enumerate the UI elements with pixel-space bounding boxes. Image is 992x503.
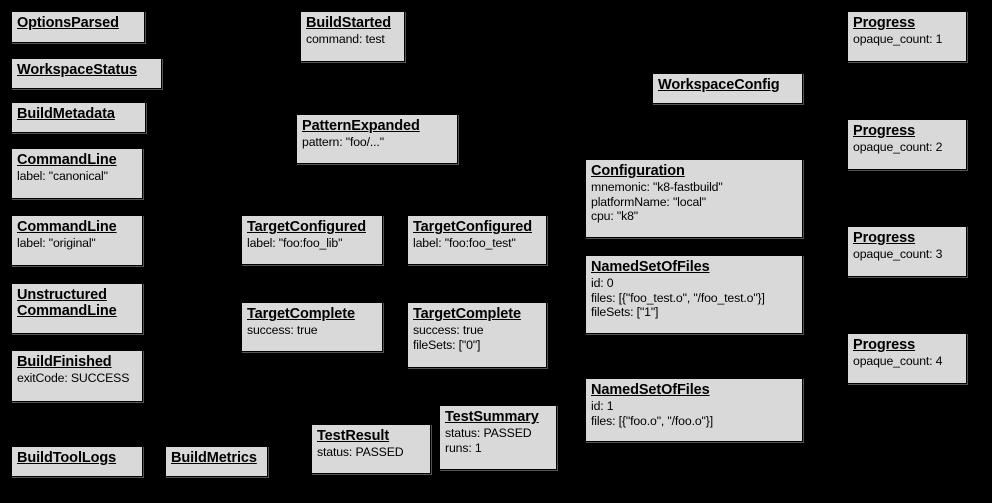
event-node-workspace-config[interactable]: WorkspaceConfig — [652, 73, 803, 104]
event-node-fields: exitCode: SUCCESS — [17, 371, 137, 386]
event-node-title: TargetComplete — [247, 306, 355, 322]
event-node-field: cpu: "k8" — [591, 209, 639, 223]
event-node-field: command: test — [306, 32, 385, 46]
event-node-title: TargetConfigured — [413, 219, 532, 235]
event-node-unstructured-command-line[interactable]: Unstructured CommandLine — [11, 283, 143, 334]
event-node-fields: pattern: "foo/..." — [302, 135, 452, 150]
event-node-field: fileSets: ["1"] — [591, 305, 659, 319]
event-node-fields: label: "canonical" — [17, 169, 137, 184]
event-node-title: CommandLine — [17, 219, 117, 235]
event-node-build-metadata[interactable]: BuildMetadata — [11, 102, 146, 133]
event-node-title: Unstructured CommandLine — [17, 287, 117, 319]
event-node-field: platformName: "local" — [591, 194, 706, 209]
event-node-title: BuildStarted — [306, 15, 392, 31]
event-node-build-metrics[interactable]: BuildMetrics — [165, 446, 268, 477]
event-node-title: NamedSetOfFiles — [591, 259, 710, 275]
event-node-field: exitCode: SUCCESS — [17, 371, 130, 385]
event-node-fields: opaque_count: 3 — [853, 247, 961, 262]
event-node-field: label: "canonical" — [17, 169, 108, 183]
event-node-title: NamedSetOfFiles — [591, 382, 710, 398]
event-node-field: files: [{"foo.o", "/foo.o"}] — [591, 413, 713, 428]
event-node-title: TargetComplete — [413, 306, 521, 322]
event-node-title: WorkspaceStatus — [17, 62, 137, 78]
event-node-title: Progress — [853, 337, 916, 353]
event-node-field: label: "foo:foo_test" — [413, 236, 516, 250]
event-node-fields: opaque_count: 1 — [853, 32, 961, 47]
event-node-field: pattern: "foo/..." — [302, 135, 384, 149]
event-node-title: TestSummary — [445, 409, 539, 425]
event-node-title: BuildMetrics — [171, 450, 257, 466]
event-node-fields: label: "foo:foo_test" — [413, 236, 541, 251]
event-node-field: fileSets: ["0"] — [413, 337, 481, 352]
event-node-title: BuildToolLogs — [17, 450, 117, 466]
event-node-field: label: "original" — [17, 236, 96, 250]
event-node-title: TestResult — [317, 428, 390, 444]
event-node-field: opaque_count: 4 — [853, 354, 943, 368]
event-node-title: CommandLine — [17, 152, 117, 168]
event-node-field: mnemonic: "k8-fastbuild" — [591, 180, 723, 194]
event-node-fields: success: true — [247, 323, 377, 338]
event-node-title: Progress — [853, 230, 916, 246]
event-node-field: files: [{"foo_test.o", "/foo_test.o"}] — [591, 290, 765, 305]
event-node-title: PatternExpanded — [302, 118, 420, 134]
event-node-fields: label: "foo:foo_lib" — [247, 236, 377, 251]
event-node-title: TargetConfigured — [247, 219, 366, 235]
event-node-title: Configuration — [591, 163, 685, 179]
event-node-title: BuildMetadata — [17, 106, 115, 122]
event-node-field: runs: 1 — [445, 440, 482, 455]
event-node-fields: command: test — [306, 32, 399, 47]
event-node-field: success: true — [413, 323, 484, 337]
event-node-fields: status: PASSED — [317, 445, 425, 460]
event-node-field: success: true — [247, 323, 318, 337]
event-node-field: id: 0 — [591, 276, 614, 290]
event-node-fields: mnemonic: "k8-fastbuild"platformName: "l… — [591, 180, 797, 224]
event-node-field: opaque_count: 3 — [853, 247, 943, 261]
event-node-options-parsed[interactable]: OptionsParsed — [11, 11, 145, 43]
event-node-title: Progress — [853, 123, 916, 139]
event-node-title: Progress — [853, 15, 916, 31]
event-node-field: id: 1 — [591, 399, 614, 413]
event-node-title: OptionsParsed — [17, 15, 119, 31]
event-node-fields: label: "original" — [17, 236, 137, 251]
event-node-title: BuildFinished — [17, 354, 112, 370]
event-node-build-tool-logs[interactable]: BuildToolLogs — [11, 446, 143, 477]
event-node-field: opaque_count: 1 — [853, 32, 943, 46]
event-node-fields: opaque_count: 2 — [853, 140, 961, 155]
event-node-field: status: PASSED — [317, 445, 404, 459]
event-node-field: status: PASSED — [445, 426, 532, 440]
event-node-field: label: "foo:foo_lib" — [247, 236, 343, 250]
event-node-field: opaque_count: 2 — [853, 140, 943, 154]
event-node-title: WorkspaceConfig — [658, 77, 780, 93]
event-node-workspace-status[interactable]: WorkspaceStatus — [11, 58, 162, 89]
event-node-fields: opaque_count: 4 — [853, 354, 961, 369]
